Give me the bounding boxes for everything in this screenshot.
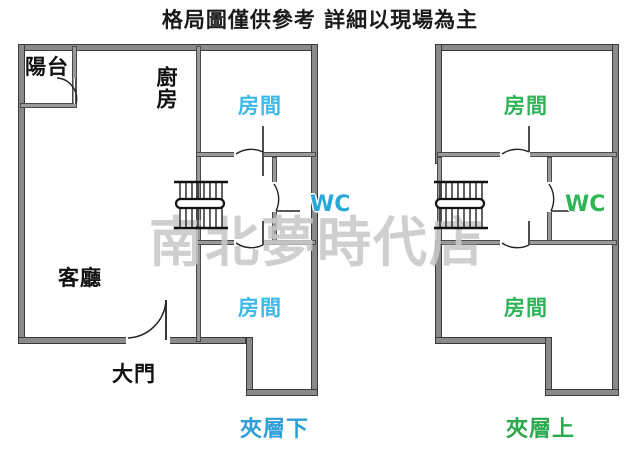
room-label-wc-lower: WC bbox=[310, 192, 351, 217]
page-title: 格局圖僅供參考 詳細以現場為主 bbox=[161, 7, 479, 32]
right-plan-wall-bedroom-top-bottom bbox=[437, 152, 617, 157]
plan-caption-lower: 夾層下 bbox=[240, 417, 310, 442]
right-plan-wall-right bbox=[612, 44, 619, 396]
right-plan-wall-bottom-step bbox=[545, 337, 552, 396]
left-plan-wall-top bbox=[18, 44, 318, 51]
right-plan-fill-ext bbox=[545, 342, 617, 394]
left-plan-wall-right bbox=[311, 44, 318, 396]
right-plan-wall-top bbox=[435, 44, 619, 51]
label-main-entrance: 大門 bbox=[112, 362, 156, 386]
room-label-bedroom-bottom-lower: 房間 bbox=[238, 296, 282, 320]
room-label-balcony: 陽台 bbox=[25, 55, 69, 79]
room-label-bedroom-top-lower: 房間 bbox=[238, 94, 282, 118]
left-plan-wc-wall-left bbox=[272, 157, 277, 245]
left-plan-fill-ext bbox=[246, 342, 316, 394]
right-plan-wc-wall-left bbox=[547, 157, 552, 245]
right-plan-wall-bottom-left bbox=[435, 337, 547, 344]
left-plan-balcony-wall-bottom bbox=[20, 103, 77, 108]
right-plan-wall-left-upper bbox=[435, 44, 442, 164]
room-label-bedroom-bottom-upper: 房間 bbox=[504, 296, 548, 320]
room-label-wc-upper: WC bbox=[565, 192, 606, 217]
right-plan-wc-wall-bottom bbox=[437, 240, 617, 245]
left-plan-wall-bottom-right bbox=[246, 389, 318, 396]
room-label-bedroom-top-upper: 房間 bbox=[504, 94, 548, 118]
left-plan-wall-left bbox=[18, 44, 25, 344]
left-plan-wall-bottom-left bbox=[18, 337, 246, 344]
room-label-kitchen: 廚房 bbox=[154, 66, 179, 110]
room-label-living-room: 客廳 bbox=[58, 266, 102, 290]
right-plan-wall-bottom-right bbox=[545, 389, 619, 396]
right-plan-wall-stair-shaft bbox=[437, 157, 442, 245]
left-plan-balcony-wall-right bbox=[72, 46, 77, 108]
right-plan-wall-left-lower bbox=[435, 240, 442, 344]
left-plan-wall-bedroom-top-bottom bbox=[196, 152, 316, 157]
left-plan-wall-vertical-mid bbox=[196, 46, 201, 342]
right-plan-fill-main bbox=[437, 46, 617, 342]
left-plan-wc-wall-bottom bbox=[196, 240, 316, 245]
plan-caption-upper: 夾層上 bbox=[506, 417, 576, 442]
left-plan-wall-bottom-step bbox=[246, 337, 253, 396]
